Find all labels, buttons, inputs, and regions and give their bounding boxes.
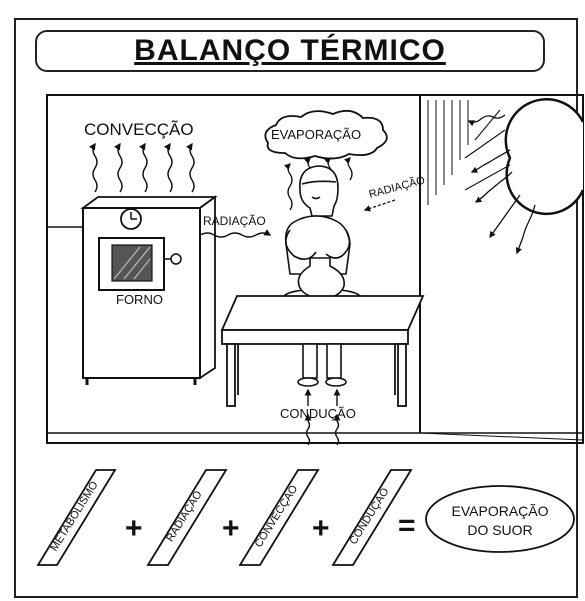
sun-radiation-label: RADIAÇÃO [367, 173, 426, 201]
result-evaporacao-do-suor: EVAPORAÇÃO DO SUOR [425, 485, 575, 553]
equation-row: METABOLISMO + RADIAÇÃO + CONVECÇÃO + CON… [36, 469, 575, 566]
plus-sign-1: + [125, 512, 143, 545]
plus-sign-3: + [312, 512, 330, 545]
oven-radiation-arrow [199, 229, 272, 238]
table [220, 295, 425, 407]
sun-radiation-arrow [363, 199, 396, 212]
page-title: BALANÇO TÉRMICO [134, 34, 446, 67]
conduction-label: CONDUÇÃO [280, 406, 356, 421]
svg-text:DO SUOR: DO SUOR [467, 522, 532, 538]
equals-sign: = [398, 509, 416, 542]
convection-label: CONVECÇÃO [84, 120, 194, 139]
term-metabolismo: METABOLISMO [36, 469, 117, 566]
title-banner: BALANÇO TÉRMICO [35, 30, 545, 72]
term-conveccao: CONVECÇÃO [238, 469, 320, 566]
sun-icon [464, 98, 585, 255]
evaporation-label: EVAPORAÇÃO [271, 127, 361, 142]
svg-text:METABOLISMO: METABOLISMO [48, 479, 101, 553]
plus-sign-2: + [222, 512, 240, 545]
page-frame [14, 18, 578, 598]
svg-text:EVAPORAÇÃO: EVAPORAÇÃO [452, 503, 549, 519]
person-legs [297, 343, 347, 387]
room-box [46, 94, 584, 444]
window-hatching [427, 100, 469, 205]
person [284, 165, 351, 275]
term-radiacao: RADIAÇÃO [146, 469, 228, 566]
oven-radiation-label: RADIAÇÃO [203, 214, 266, 228]
convection-arrows [88, 142, 195, 193]
oven-label: FORNO [116, 292, 163, 307]
window-sill [419, 432, 584, 441]
oven [80, 195, 218, 385]
conduction-arrows [304, 388, 341, 446]
